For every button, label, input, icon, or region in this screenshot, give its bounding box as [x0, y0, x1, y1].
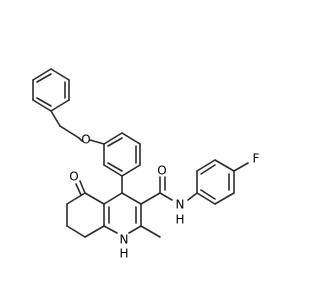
atom-o-ether: O	[81, 133, 90, 147]
atom-n-amide: N	[176, 198, 185, 212]
cyclohexanone-ring	[66, 180, 105, 238]
aryl-ring-2-benzyloxyphenyl	[89, 132, 141, 177]
benzyl-phenyl-ring	[32, 68, 70, 112]
molecule-structure: O O O N H N H F	[32, 68, 260, 261]
atom-f: F	[253, 152, 260, 166]
atom-o-ketone: O	[69, 170, 78, 184]
atom-o-amide: O	[157, 164, 166, 178]
benzyl-linker	[50, 110, 83, 142]
dihydropyridine-ring	[103, 192, 142, 234]
molecule-diagram: O O O N H N H F	[32, 68, 260, 261]
atom-labels: O O O N H N H F	[69, 133, 259, 261]
atom-h-ring: H	[119, 247, 128, 261]
amide-group	[140, 176, 198, 205]
fluorophenyl-ring	[196, 159, 249, 205]
atom-n-ring: N	[120, 233, 129, 247]
atom-h-amide: H	[175, 213, 184, 227]
methyl-group	[140, 225, 161, 238]
